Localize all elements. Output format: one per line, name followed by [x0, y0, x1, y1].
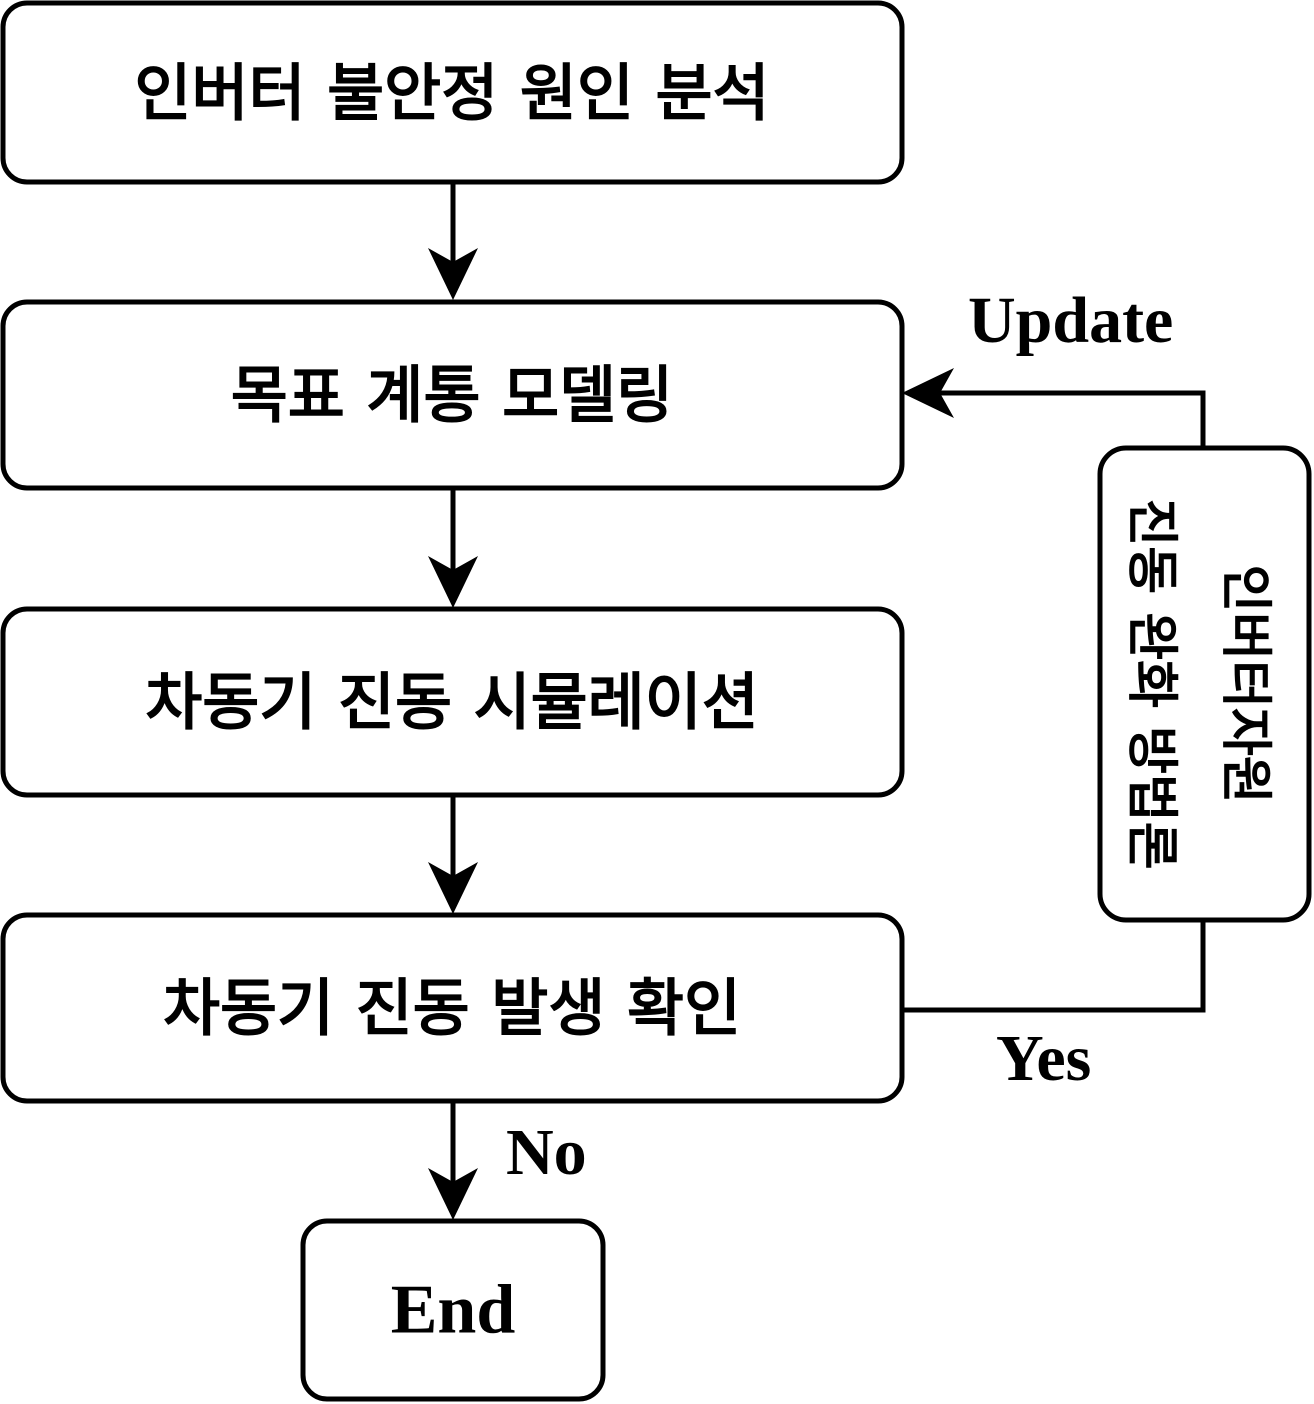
connector-modeling-to-simulation [428, 489, 478, 608]
connector-check-to-end [428, 1101, 478, 1220]
side-label-line2: 진동 완화 방법론 [1121, 498, 1181, 869]
step-label: 목표 계통 모델링 [231, 359, 673, 432]
arrow-head [428, 556, 478, 608]
step-end: End [300, 1218, 606, 1402]
step-label: 차동기 진동 시뮬레이션 [145, 666, 759, 739]
side-mitigation-box: 인버터자원 진동 완화 방법론 [1097, 445, 1312, 923]
connector-feedback-loop [902, 368, 1206, 1013]
connector-analysis-to-modeling [428, 183, 478, 300]
end-label: End [391, 1272, 516, 1349]
arrow-head [428, 862, 478, 914]
step-system-modeling: 목표 계통 모델링 [0, 299, 905, 491]
connector-simulation-to-check [428, 795, 478, 914]
arrow-head [902, 368, 954, 418]
step-oscillation-check: 차동기 진동 발생 확인 [0, 912, 905, 1104]
edge-label-yes: Yes [996, 1022, 1091, 1095]
arrow-head [428, 248, 478, 300]
step-cause-analysis: 인버터 불안정 원인 분석 [0, 0, 905, 185]
edge-label-update: Update [968, 284, 1173, 357]
step-label: 차동기 진동 발생 확인 [163, 972, 741, 1045]
edge-label-no: No [506, 1116, 587, 1189]
arrow-head [428, 1168, 478, 1220]
step-label: 인버터 불안정 원인 분석 [134, 57, 769, 130]
step-oscillation-simulation: 차동기 진동 시뮬레이션 [0, 606, 905, 798]
side-label-line1: 인버터자원 [1215, 564, 1275, 803]
